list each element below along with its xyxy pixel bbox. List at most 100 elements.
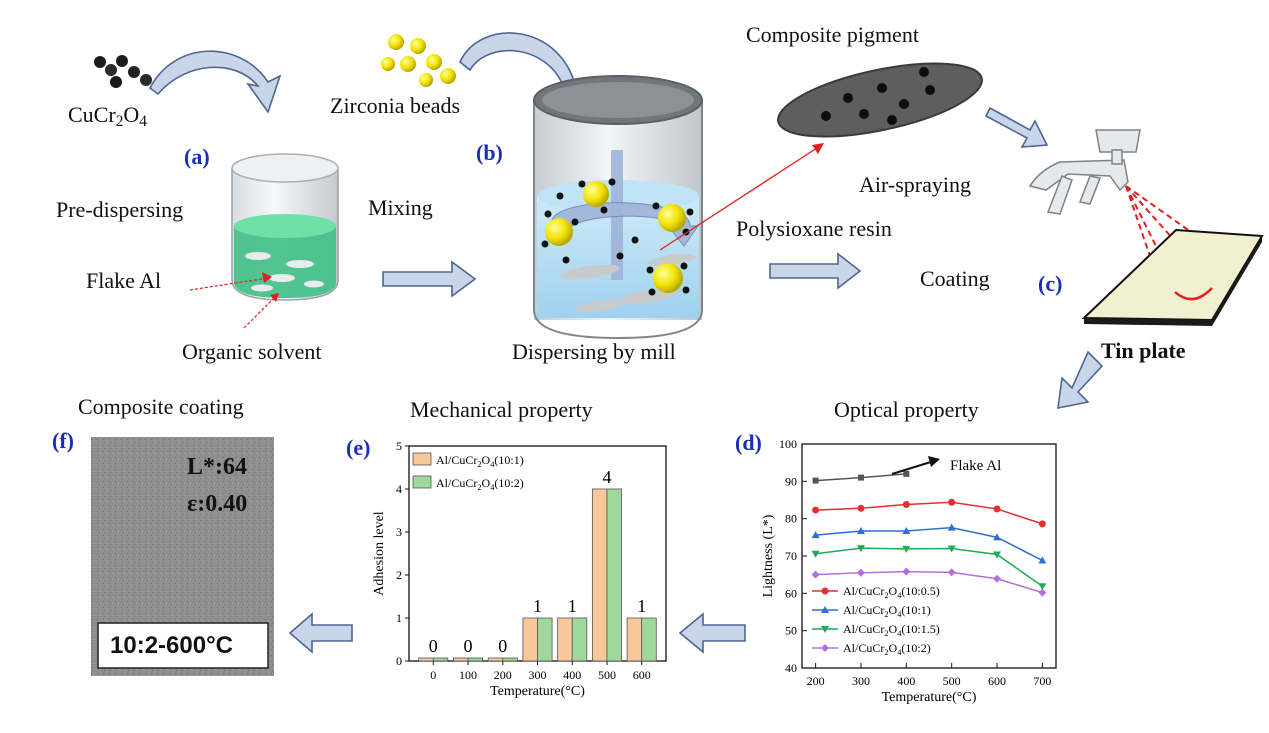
flake-pointer bbox=[189, 277, 269, 291]
chart-d-point bbox=[811, 531, 820, 539]
chart-e-ylabel: Adhesion level bbox=[372, 511, 387, 595]
chart-e-legend-label: Al/CuCr2O4(10:2) bbox=[436, 476, 524, 492]
chart-e-data-label: 1 bbox=[533, 596, 542, 616]
chart-d-xtick-label: 600 bbox=[988, 674, 1006, 688]
polysioxane-resin-label: Polysioxane resin bbox=[736, 216, 892, 241]
arrow-d-to-e bbox=[678, 612, 746, 654]
chart-d-xlabel: Temperature(°C) bbox=[882, 690, 977, 705]
chart-d-point bbox=[947, 523, 956, 531]
solvent-pointer bbox=[243, 295, 277, 329]
chart-d-point bbox=[903, 470, 910, 477]
panel-tag-b: (b) bbox=[476, 140, 503, 165]
chart-e-ytick-label: 3 bbox=[396, 525, 402, 539]
pigment-disc bbox=[777, 62, 983, 138]
chart-e-bar bbox=[432, 657, 449, 662]
chart-d-ytick-label: 70 bbox=[785, 549, 797, 563]
chart-e-bar bbox=[626, 617, 643, 662]
chart-e-xtick-label: 200 bbox=[494, 668, 512, 682]
cucr2o4-label: CuCr2O4 bbox=[68, 102, 147, 130]
chart-e-ytick-label: 0 bbox=[396, 654, 402, 668]
zirconia-beads bbox=[381, 34, 456, 87]
chart-d-xtick-label: 700 bbox=[1033, 674, 1051, 688]
chart-e-data-label: 0 bbox=[429, 636, 438, 656]
optical-property-title: Optical property bbox=[834, 397, 979, 422]
chart-d-point bbox=[821, 587, 829, 595]
mechanical-property-title: Mechanical property bbox=[410, 397, 593, 422]
tin-plate-label: Tin plate bbox=[1101, 338, 1186, 363]
composite-coating-title: Composite coating bbox=[78, 394, 244, 419]
chart-d-ytick-label: 50 bbox=[785, 624, 797, 638]
chart-e-legend: Al/CuCr2O4(10:1)Al/CuCr2O4(10:2) bbox=[412, 452, 524, 492]
cucr2o4-particles bbox=[94, 55, 152, 88]
pigment-pointer bbox=[659, 145, 821, 251]
chart-d-point bbox=[811, 550, 820, 558]
chart-e-bar bbox=[591, 488, 608, 662]
flake-al-label: Flake Al bbox=[86, 268, 162, 293]
chart-e-xtick-label: 600 bbox=[633, 668, 651, 682]
chart-e-legend-swatch bbox=[412, 452, 432, 466]
chart-e-data-label: 1 bbox=[637, 596, 646, 616]
arrow-e-to-f bbox=[288, 612, 353, 654]
chart-d-ytick-label: 80 bbox=[785, 512, 797, 526]
chart-d-ytick-label: 40 bbox=[785, 661, 797, 675]
zirconia-beads-label: Zirconia beads bbox=[330, 93, 461, 118]
panel-tag-a: (a) bbox=[184, 144, 210, 169]
chart-d-point bbox=[821, 606, 829, 613]
sample-label-box bbox=[97, 622, 269, 669]
chart-e-bar bbox=[606, 488, 622, 662]
chart-e-data-label: 0 bbox=[464, 636, 473, 656]
chart-d-series-line bbox=[815, 570, 1043, 594]
chart-d-point bbox=[856, 568, 865, 577]
mixing-label: Mixing bbox=[368, 195, 433, 220]
flake-annotation-arrow-head bbox=[928, 456, 940, 467]
chart-e-bar bbox=[522, 617, 538, 662]
chart-e-bar bbox=[418, 657, 434, 662]
panel-tag-c: (c) bbox=[1038, 271, 1063, 296]
chart-d-point bbox=[1038, 583, 1047, 591]
chart-d-point bbox=[993, 551, 1002, 559]
flake-pointer-head bbox=[262, 272, 272, 283]
chart-d-point bbox=[821, 644, 829, 652]
chart-d-point bbox=[993, 533, 1002, 541]
chart-e-ytick-label: 1 bbox=[396, 611, 402, 625]
chart-e-bar bbox=[467, 657, 484, 662]
chart-e-xtick-label: 300 bbox=[529, 668, 547, 682]
spray-gun bbox=[1028, 129, 1141, 215]
chart-d-series-line bbox=[815, 526, 1043, 562]
chart-e-data-label: 1 bbox=[568, 596, 577, 616]
chart-e-ytick-label: 5 bbox=[396, 439, 402, 453]
chart-d-point bbox=[857, 504, 865, 512]
chart-e-bar bbox=[487, 657, 504, 662]
sample-condition-label: 10:2-600°C bbox=[110, 632, 233, 659]
chart-e-xtick-label: 0 bbox=[430, 668, 436, 682]
arrow-b-to-c bbox=[769, 252, 862, 290]
chart-e-bar bbox=[557, 617, 573, 662]
chart-d-point bbox=[856, 526, 865, 534]
mill-jar bbox=[533, 75, 703, 340]
chart-d-series-line bbox=[815, 501, 1043, 525]
panel-tag-f: (f) bbox=[52, 428, 74, 453]
dispersing-mill-label: Dispersing by mill bbox=[512, 339, 676, 364]
chart-d-ytick-label: 100 bbox=[779, 437, 797, 451]
pigment-pointer-head bbox=[812, 143, 824, 154]
chart-d-point bbox=[1038, 520, 1046, 528]
chart-d-legend-label: Al/CuCr2O4(10:1) bbox=[843, 603, 931, 619]
solvent-pointer-head bbox=[270, 293, 279, 302]
chart-d-point bbox=[1038, 556, 1047, 564]
chart-d-xtick-label: 500 bbox=[943, 674, 961, 688]
arrow-a-to-b bbox=[382, 260, 477, 298]
chart-e-bar bbox=[571, 617, 588, 662]
chart-d-point bbox=[812, 506, 820, 514]
chart-e-bar bbox=[453, 657, 469, 662]
chart-e-xlabel: Temperature(°C) bbox=[490, 684, 585, 699]
chart-d-point bbox=[857, 474, 864, 481]
beaker bbox=[231, 153, 339, 301]
chart-d-legend-label: Al/CuCr2O4(10:0.5) bbox=[843, 584, 940, 600]
chart-d-point bbox=[902, 500, 910, 508]
chart-d-point bbox=[1038, 588, 1047, 597]
chart-d-point bbox=[902, 567, 911, 576]
panel-tag-d: (d) bbox=[735, 430, 762, 455]
